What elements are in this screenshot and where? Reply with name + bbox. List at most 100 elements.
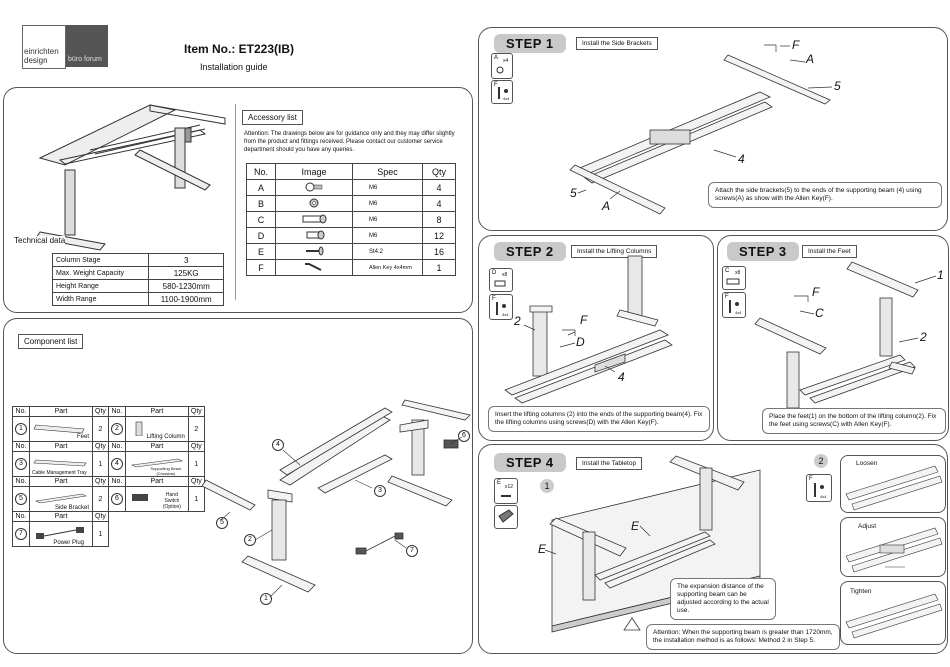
comp-no: 1 (15, 423, 27, 435)
step1-allen-key-box: F 4x4 (491, 80, 513, 104)
comp-name: Side Bracket (54, 505, 89, 511)
plug-part-cell: Power Plug (29, 521, 93, 547)
brand-line1: einrichten (24, 47, 59, 56)
step3-label-1: 1 (937, 268, 944, 282)
comp-no: 7 (15, 528, 27, 540)
step1-icon-letter: A (494, 55, 499, 61)
comp-no: 3 (15, 458, 27, 470)
step4-title: Install the Tabletop (576, 457, 643, 470)
allen-key-icon (498, 87, 508, 99)
step4-icon-qty: x12 (505, 484, 514, 490)
technical-title: Technical data (14, 236, 66, 245)
comp-no: 6 (110, 493, 123, 505)
acc-qty: 12 (422, 227, 456, 244)
step2-label-d: D (576, 335, 585, 349)
step2-label-2: 2 (514, 314, 521, 328)
switch-part-cell: Hand Switch (Option) (124, 486, 189, 512)
step1-label-4: 4 (738, 152, 745, 166)
step1-icon-letter: F (494, 82, 498, 88)
step4-method1-badge: 1 (540, 479, 554, 493)
step1-label: STEP 1 (494, 34, 566, 53)
step4-icon-letter: F (809, 476, 813, 482)
guide-subtitle: Installation guide (200, 62, 268, 72)
feet-part-cell: Feet (29, 416, 93, 442)
step4-label: STEP 4 (494, 453, 566, 472)
callout-6: 6 (458, 430, 470, 442)
step2-icon-qty: x8 (502, 272, 508, 278)
tray-part-cell: Cable Management Tray (29, 451, 93, 477)
step3-screw-c-box: C x8 (722, 266, 746, 290)
step1-screw-a-box: A x4 (491, 53, 513, 79)
comp-no: 2 (110, 423, 123, 435)
step4-screw-e-box: E x12 (494, 478, 518, 504)
step4-icon-size: 4x4 (820, 494, 827, 499)
step1-note: Attach the side brackets(5) to the ends … (708, 182, 942, 208)
acc-qty: 1 (422, 259, 456, 276)
comp-name: Feet (76, 434, 89, 440)
step2-screw-d-box: D x8 (489, 268, 513, 292)
acc-qty: 4 (422, 179, 456, 196)
screw-d-icon (494, 280, 506, 287)
screw-c-icon (726, 278, 740, 285)
step4-drill-box (494, 505, 518, 529)
screw-c-icon (275, 211, 353, 228)
step3-panel (717, 235, 949, 441)
step1-label-a-top: A (806, 52, 815, 66)
comp-no: 5 (15, 493, 27, 505)
comp-name: Hand Switch (Option) (162, 492, 181, 510)
allen-key-icon (814, 483, 824, 497)
comp-qty: 1 (187, 486, 205, 512)
step4-label-e-left: E (538, 542, 547, 556)
callout-7: 7 (406, 545, 418, 557)
step3-label-2: 2 (920, 330, 927, 344)
step3-icon-size: 4x4 (735, 310, 742, 315)
loosen-label: Loosen (856, 460, 878, 467)
component-title: Component list (18, 334, 84, 349)
tech-value: 1100-1900mm (148, 292, 224, 306)
step3-note: Place the feet(1) on the bottom of the l… (762, 408, 946, 434)
item-number: Item No.: ET223(IB) (184, 42, 295, 56)
tighten-label: Tighten (850, 588, 872, 595)
step3-allen-key-box: F 4x4 (722, 292, 746, 318)
step2-label-4: 4 (618, 370, 625, 384)
step3-label: STEP 3 (727, 242, 799, 261)
callout-3: 3 (374, 485, 386, 497)
step2-note: Insert the lifting columns (2) into the … (488, 406, 710, 432)
bracket-part-cell: Side Bracket (29, 486, 93, 512)
step2-icon-letter: F (492, 296, 496, 302)
column-part-cell: Lifting Column (124, 416, 189, 442)
step2-label-f: F (580, 313, 588, 327)
callout-4: 4 (272, 439, 284, 451)
step1-icon-qty: x4 (503, 58, 509, 64)
callout-5: 5 (216, 517, 228, 529)
step3-icon-qty: x8 (735, 270, 741, 276)
step2-allen-key-box: F 4x4 (489, 294, 513, 320)
adjust-label: Adjust (858, 523, 877, 530)
step4-allen-key-box: F 4x4 (806, 474, 832, 502)
comp-name: Power Plug (53, 540, 84, 546)
screwdriver-icon (498, 509, 514, 523)
wood-screw-e-icon (501, 495, 511, 497)
accessory-attention: Attention: The drawings below are for gu… (244, 131, 455, 153)
step2-label: STEP 2 (494, 242, 566, 261)
comp-name: Supporting Beam (Crossbar) (150, 466, 182, 476)
step3-label-f: F (812, 285, 820, 299)
step1-label-5-left: 5 (570, 186, 577, 200)
step1-icon-size: 4x4 (503, 96, 510, 101)
brand-right: büro forum (68, 56, 102, 63)
accessory-title: Accessory list (242, 110, 303, 125)
callout-2: 2 (244, 534, 256, 546)
step4-method2-badge: 2 (814, 454, 828, 468)
